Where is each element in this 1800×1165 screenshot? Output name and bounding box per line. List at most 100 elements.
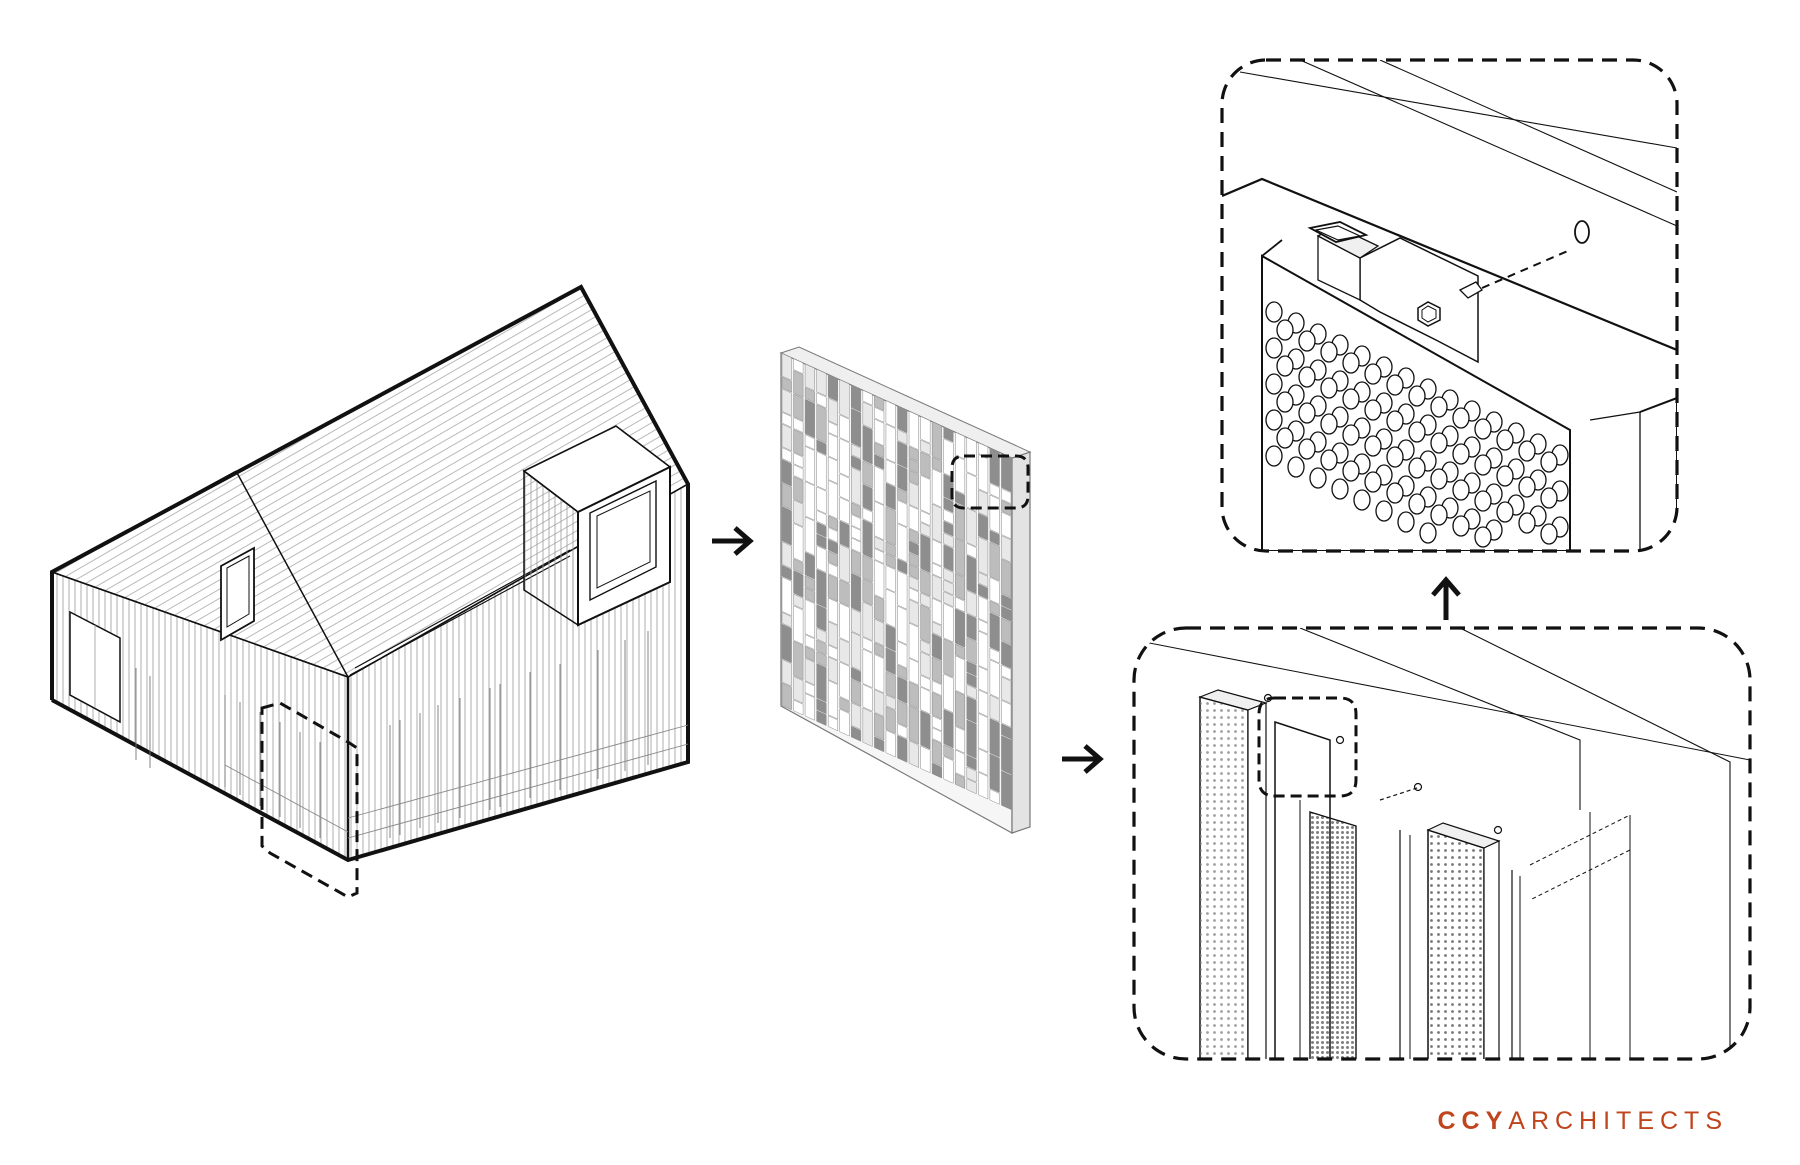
facade-panel-cell bbox=[839, 520, 850, 549]
facade-panel-cell bbox=[943, 756, 954, 784]
facade-panel-cell bbox=[955, 773, 966, 789]
facade-panel-cell bbox=[978, 512, 989, 541]
facade-panel-cell bbox=[816, 662, 827, 703]
perforation-hole bbox=[1408, 421, 1426, 443]
facade-panel-cell bbox=[978, 442, 989, 459]
facade-panel-cell bbox=[781, 611, 792, 628]
facade-panel-cell bbox=[920, 510, 931, 527]
facade-panel-cell bbox=[804, 681, 815, 698]
facade-panel-cell bbox=[978, 454, 989, 494]
facade-panel-cell bbox=[943, 567, 954, 584]
fastener-detail-frame bbox=[1220, 58, 1679, 553]
perforation-hole bbox=[1386, 482, 1404, 504]
facade-panel-cell bbox=[839, 414, 850, 443]
facade-panel-cell bbox=[885, 588, 896, 629]
facade-panel-cell bbox=[781, 658, 792, 687]
facade-panel-cell bbox=[908, 622, 919, 663]
facade-panel-cell bbox=[920, 710, 931, 750]
facade-panel-cell bbox=[920, 674, 931, 691]
detail-inner-callout bbox=[1257, 696, 1358, 798]
facade-panel-cell bbox=[908, 504, 919, 533]
perforation-hole bbox=[1430, 432, 1448, 454]
facade-panel-cell bbox=[989, 694, 1000, 723]
facade-panel-cell bbox=[862, 707, 873, 747]
perforation-hole bbox=[1496, 429, 1514, 451]
facade-panel-cell bbox=[943, 708, 954, 749]
perforation-hole bbox=[1298, 402, 1316, 424]
facade-panel-face bbox=[780, 352, 1013, 835]
facade-panel-cell bbox=[804, 398, 815, 439]
facade-panel-cell bbox=[943, 520, 954, 537]
facade-panel-cell bbox=[920, 686, 931, 715]
facade-panel-cell bbox=[931, 656, 942, 685]
facade-panel-cell bbox=[943, 532, 954, 549]
facade-panel-cell bbox=[989, 600, 1000, 617]
facade-panel-cell bbox=[897, 429, 908, 445]
logo-mark: CCY bbox=[1437, 1107, 1509, 1135]
facade-panel-cell bbox=[955, 573, 966, 601]
facade-panel-cell bbox=[851, 466, 862, 507]
facade-panel-cell bbox=[804, 598, 815, 639]
facade-panel-cell bbox=[955, 725, 966, 754]
facade-panel-cell bbox=[827, 397, 838, 426]
perforation-hole bbox=[1342, 424, 1360, 446]
facade-panel-cell bbox=[920, 439, 931, 456]
facade-panel-cell bbox=[1001, 511, 1012, 540]
facade-panel-cell bbox=[839, 544, 850, 584]
facade-panel-cell bbox=[804, 657, 815, 686]
perforation-hole bbox=[1331, 478, 1349, 500]
facade-panel-cell bbox=[978, 689, 989, 718]
facade-panel-cell bbox=[827, 621, 838, 649]
perforation-hole bbox=[1298, 330, 1316, 352]
facade-panel-cell bbox=[1001, 535, 1012, 563]
perforation-hole bbox=[1397, 511, 1415, 533]
facade-panel-cell bbox=[874, 406, 885, 423]
facade-panel-cell bbox=[989, 447, 1000, 487]
facade-panel-cell bbox=[897, 464, 908, 493]
perforation-hole bbox=[1419, 522, 1437, 544]
bolt-icon bbox=[1417, 301, 1441, 327]
facade-panel-cell bbox=[897, 640, 908, 669]
perforation-hole bbox=[1342, 460, 1360, 482]
facade-panel-cell bbox=[931, 456, 942, 473]
facade-panel-cell bbox=[989, 718, 1000, 758]
house-facade-panels bbox=[347, 631, 689, 839]
facade-panel-cell bbox=[804, 387, 815, 403]
facade-panel-cell bbox=[908, 587, 919, 604]
facade-panel-cell bbox=[793, 640, 804, 681]
perforation-hole bbox=[1364, 435, 1382, 457]
facade-panel-cell bbox=[908, 657, 919, 686]
facade-panel-cell bbox=[943, 744, 954, 761]
facade-panel-cell bbox=[908, 469, 919, 486]
fastener-clip bbox=[1359, 237, 1479, 364]
facade-panel-cell bbox=[966, 554, 977, 595]
facade-panel-cell bbox=[839, 708, 850, 737]
facade-panel-cell bbox=[804, 693, 815, 721]
facade-panel-cell bbox=[966, 542, 977, 559]
facade-panel-cell bbox=[874, 595, 885, 623]
facade-panel-cell bbox=[943, 638, 954, 678]
facade-panel-cell bbox=[851, 702, 862, 730]
facade-panel-cell bbox=[874, 442, 885, 459]
perforation-hole bbox=[1408, 493, 1426, 515]
facade-panel-cell bbox=[1001, 735, 1012, 775]
brand-logo: CCYARCHITECTS bbox=[1437, 1107, 1728, 1136]
facade-panel-cell bbox=[989, 788, 1000, 805]
perforation-hole bbox=[1386, 446, 1404, 468]
facade-panel-cell bbox=[978, 630, 989, 671]
perforation-hole bbox=[1364, 399, 1382, 421]
facade-panel-cell bbox=[827, 479, 838, 520]
perforation-hole bbox=[1320, 377, 1338, 399]
perforation-hole bbox=[1320, 449, 1338, 471]
facade-panel-cell bbox=[793, 452, 804, 469]
facade-panel-cell bbox=[827, 656, 838, 685]
facade-panel-cell bbox=[978, 583, 989, 600]
facade-panel-cell bbox=[862, 601, 873, 642]
facade-panel-cell bbox=[943, 426, 954, 443]
facade-panel-cell bbox=[955, 655, 966, 695]
facade-panel-cell bbox=[943, 673, 954, 714]
fastener-perforations bbox=[1265, 301, 1569, 548]
facade-panel-cell bbox=[966, 660, 977, 677]
facade-panel-cell bbox=[874, 559, 885, 600]
facade-panel-cell bbox=[781, 353, 792, 381]
